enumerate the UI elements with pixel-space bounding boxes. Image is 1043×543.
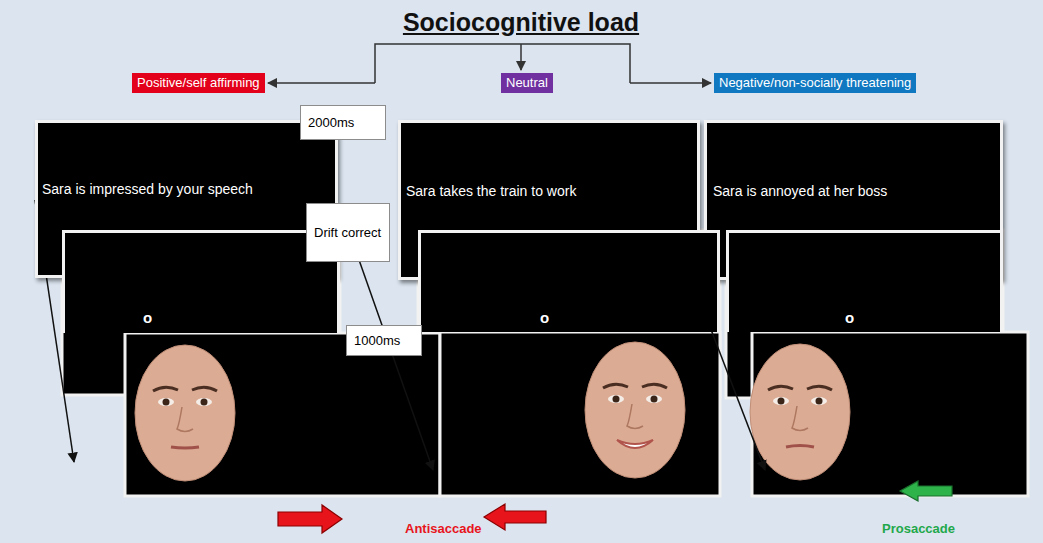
bracket-arrow [630,82,711,84]
bracket-arrow [268,82,375,84]
box-text: o [845,309,1000,326]
condition-label: Neutral [501,73,553,93]
antisaccade-arrow [484,504,546,530]
fixation-screen: o [726,230,1003,332]
condition-text: Positive/self affirming [137,75,260,91]
face [135,345,235,481]
mouth [786,446,814,448]
bracket [268,44,711,83]
condition-label: Negative/non-socially threatening [714,73,916,93]
antisaccade-label: Antisaccade [405,521,482,536]
diagram-title: Sociocognitive load [403,8,639,37]
prosaccade-arrow [900,481,952,501]
face-screens [125,332,1028,496]
box-text: 1000ms [354,332,400,349]
saccade-arrows [278,481,952,533]
face [585,342,685,478]
condition-label: Positive/self affirming [132,73,265,93]
screen [440,332,720,496]
fixation-screen: o [62,230,340,333]
box-text: Sara is impressed by your speech [42,181,335,197]
condition-text: Negative/non-socially threatening [719,75,911,91]
box-text: Sara takes the train to work [406,183,697,199]
mouth [171,447,199,448]
box-text: o [540,309,717,326]
bracket-arrow [520,44,522,70]
box-text: Sara is annoyed at her boss [713,183,1000,199]
prosaccade-label: Prosaccade [882,521,955,536]
timing-box: 2000ms [300,105,386,140]
mouth [617,440,653,448]
box-text: 2000ms [308,114,354,131]
box-text: Drift correct [314,224,381,241]
timing-box: 1000ms [346,325,422,356]
box-text: o [143,309,337,326]
antisaccade-arrow [278,505,342,533]
fixation-screen: o [418,230,720,332]
drift-correct-box: Drift correct [306,203,390,262]
condition-text: Neutral [506,75,548,91]
face [750,344,850,480]
